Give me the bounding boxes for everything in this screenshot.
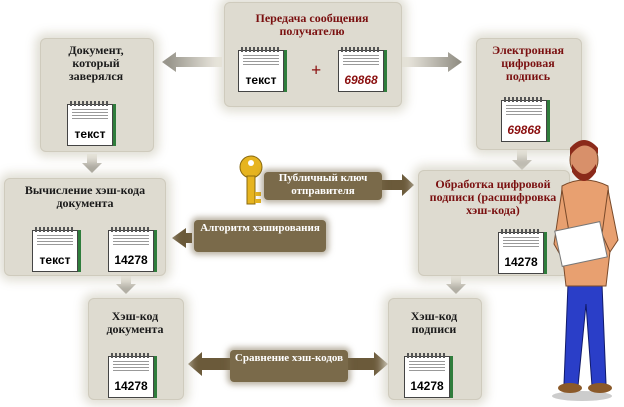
document-icon-text: текст <box>238 47 284 92</box>
doc-text-label-3: текст <box>39 253 71 267</box>
doc-hash-label-3: 14278 <box>114 379 148 393</box>
arrow-key <box>382 174 414 196</box>
doc-signature-label-2: 69868 <box>507 123 541 137</box>
arrow-doc-down <box>82 154 102 173</box>
hash-calc-title: Вычисление хэш-кода документа <box>24 183 146 210</box>
doc-text-label: текст <box>245 73 277 87</box>
arrow-algo <box>172 228 192 248</box>
public-key-text-2: отправителя <box>291 185 355 197</box>
document-title: Документ, который заверялся <box>68 43 124 83</box>
doc-hash-label-2: 14278 <box>504 255 538 269</box>
hash-algorithm-label: Алгоритм хэширования <box>194 220 326 252</box>
hash-algorithm-text: Алгоритм хэширования <box>200 222 320 234</box>
signature-title: Электронная цифровая подпись <box>492 43 564 83</box>
doc-hash-title: Хэш-код документа <box>106 309 164 336</box>
public-key-text: Публичный ключ <box>278 172 368 184</box>
document-icon-hash-2: 14278 <box>498 229 544 274</box>
doc-hash-label-4: 14278 <box>410 379 444 393</box>
document-icon-hash-4: 14278 <box>404 353 450 398</box>
document-icon-hash-3: 14278 <box>108 353 154 398</box>
document-icon-text-3: текст <box>32 227 78 272</box>
document-icon-signature: 69868 <box>338 47 384 92</box>
arrow-hash-down <box>116 276 136 294</box>
sig-hash-title: Хэш-код подписи <box>410 309 458 336</box>
compare-label: Сравнение хэш-кодов <box>230 350 348 382</box>
person-illustration <box>552 140 619 401</box>
arrow-proc-down <box>446 276 466 294</box>
public-key-label: Публичный ключ отправителя <box>264 172 382 200</box>
key-icon <box>239 155 263 205</box>
document-icon-signature-2: 69868 <box>501 97 547 142</box>
doc-hash-label: 14278 <box>114 253 148 267</box>
document-icon-hash: 14278 <box>108 227 154 272</box>
compare-text: Сравнение хэш-кодов <box>234 352 344 364</box>
arrow-sig-down <box>512 150 532 170</box>
transmit-title: Передача сообщения получателю <box>255 11 369 38</box>
doc-text-label-2: текст <box>74 127 106 141</box>
plus-sign: + <box>311 60 322 80</box>
doc-signature-label: 69868 <box>344 73 378 87</box>
processing-title: Обработка цифровой подписи (расшифровка … <box>429 177 557 217</box>
document-icon-text-2: текст <box>67 101 113 146</box>
arrow-to-signature <box>402 52 462 72</box>
arrow-to-document <box>162 52 222 72</box>
